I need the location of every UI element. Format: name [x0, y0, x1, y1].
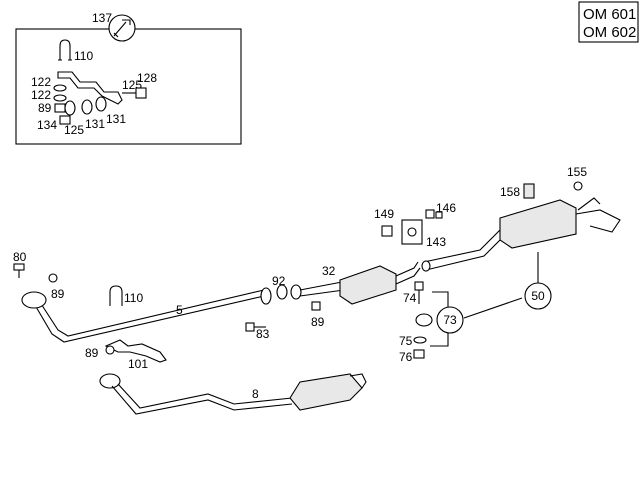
label-8: 8 [252, 387, 259, 401]
washers-icon [53, 84, 107, 125]
label-122-a: 122 [31, 75, 51, 89]
nut-89-icon [48, 273, 58, 283]
front-muffler [299, 261, 421, 305]
engine-designation-box: OM 601 OM 602 [578, 1, 639, 43]
repair-kit-icon [108, 14, 136, 42]
label-131-a: 131 [85, 117, 105, 131]
label-143: 143 [426, 235, 446, 249]
rear-muffler [499, 197, 621, 249]
label-137: 137 [92, 11, 112, 25]
label-32: 32 [322, 264, 336, 278]
label-125-bottom: 125 [64, 123, 84, 137]
label-80: 80 [13, 250, 27, 264]
label-76: 76 [399, 350, 413, 364]
label-89-right: 89 [311, 315, 325, 329]
label-155: 155 [567, 165, 587, 179]
label-134: 134 [37, 118, 57, 132]
bolt-83-icon [245, 322, 266, 332]
u-bolt-icon [58, 39, 72, 61]
label-101: 101 [128, 357, 148, 371]
damper-158-icon [523, 183, 535, 199]
label-73: 73 [443, 313, 457, 327]
bracket-icon [57, 71, 123, 105]
label-122-b: 122 [31, 88, 51, 102]
label-50: 50 [531, 289, 545, 303]
bolt-146-icon [425, 209, 443, 219]
engine-label-2: OM 602 [583, 24, 636, 41]
assembly-50-callout: 50 [524, 282, 552, 310]
label-110: 110 [124, 291, 143, 305]
front-exhaust-pipe [21, 287, 272, 343]
hanger-73-icon [415, 313, 433, 327]
nut-76-icon [413, 349, 425, 359]
bolt-74-icon [414, 281, 424, 304]
engine-label-1: OM 601 [583, 6, 636, 23]
bracket-101-icon [104, 339, 167, 363]
nut-89-right-icon [311, 301, 321, 311]
label-74: 74 [403, 291, 417, 305]
label-83: 83 [256, 327, 270, 341]
label-158: 158 [500, 185, 520, 199]
label-89-left: 89 [51, 287, 65, 301]
ring-155-icon [573, 181, 583, 191]
hanger-143-icon [401, 219, 423, 245]
label-89-bracket: 89 [85, 346, 99, 360]
label-146: 146 [436, 201, 456, 215]
label-131-b: 131 [106, 112, 126, 126]
label-89-detail: 89 [38, 101, 52, 115]
label-110-detail: 110 [74, 49, 93, 63]
mounting-kit-detail-box: 137 110 125 128 122 122 89 134 125 131 1… [15, 11, 242, 145]
label-5: 5 [176, 303, 183, 317]
washer-75-icon [413, 336, 427, 344]
bolt-149-icon [381, 225, 393, 237]
catalytic-converter-pipe [99, 373, 367, 415]
label-75: 75 [399, 334, 413, 348]
label-92: 92 [272, 274, 286, 288]
label-128: 128 [137, 71, 157, 85]
bolt-80-icon [13, 263, 25, 278]
clamp-92-icon [276, 284, 302, 300]
rear-pipe [421, 229, 505, 272]
u-bolt-110-icon [109, 285, 123, 306]
label-149: 149 [374, 207, 394, 221]
bolt-icon [122, 87, 147, 99]
assembly-73-callout: 73 [436, 306, 464, 334]
